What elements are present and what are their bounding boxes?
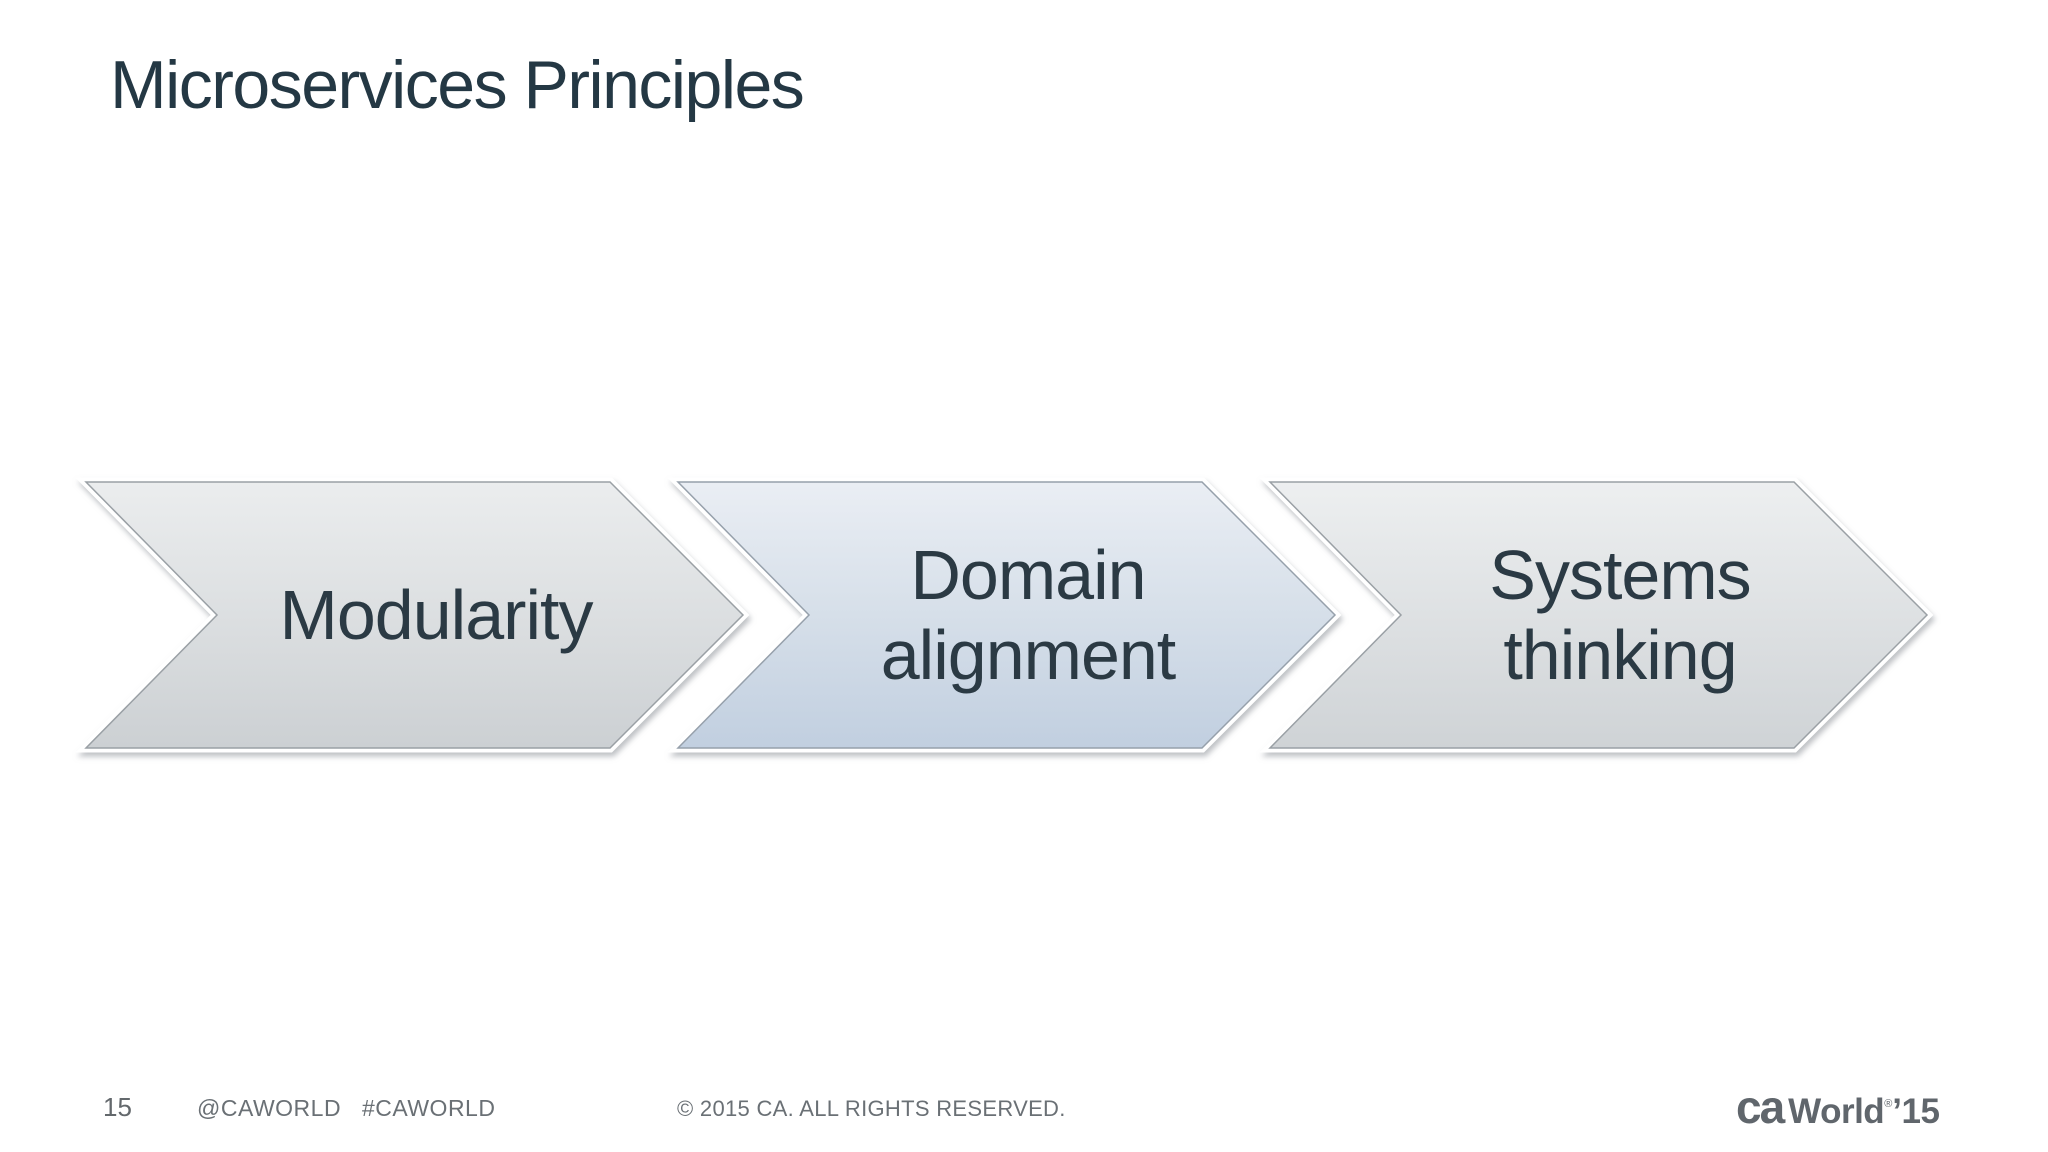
chevron-label-systems-thinking: Systems thinking bbox=[1489, 536, 1751, 694]
slide-title: Microservices Principles bbox=[110, 47, 805, 123]
chevron-modularity-fill bbox=[84, 481, 745, 749]
chevron-systems-thinking-fill bbox=[1268, 481, 1929, 749]
slide-page-number: 15 bbox=[103, 1092, 132, 1122]
ca-logo-mark: ca bbox=[1736, 1081, 1785, 1133]
ca-logo-world-text: World bbox=[1788, 1092, 1885, 1131]
chevron-label-domain-alignment: Domain alignment bbox=[880, 536, 1177, 694]
ca-world-logo: ca World ® ’15 bbox=[1736, 1080, 1940, 1134]
chevron-domain-alignment-fill bbox=[676, 481, 1337, 749]
process-chevron-diagram bbox=[75, 477, 1934, 753]
footer-copyright: © 2015 CA. ALL RIGHTS RESERVED. bbox=[677, 1096, 1066, 1121]
registered-trademark-icon: ® bbox=[1884, 1098, 1893, 1110]
ca-logo-year-text: ’15 bbox=[1892, 1092, 1940, 1131]
footer-social: @CAWORLD #CAWORLD bbox=[197, 1095, 495, 1122]
footer-social-hashtag: #CAWORLD bbox=[361, 1095, 496, 1121]
chevron-systems-thinking-shape bbox=[1259, 477, 1934, 753]
footer-social-handle: @CAWORLD bbox=[197, 1095, 342, 1121]
chevron-domain-alignment-shape bbox=[667, 477, 1342, 753]
chevron-label-modularity: Modularity bbox=[279, 576, 594, 654]
chevron-modularity-shape bbox=[75, 477, 750, 753]
